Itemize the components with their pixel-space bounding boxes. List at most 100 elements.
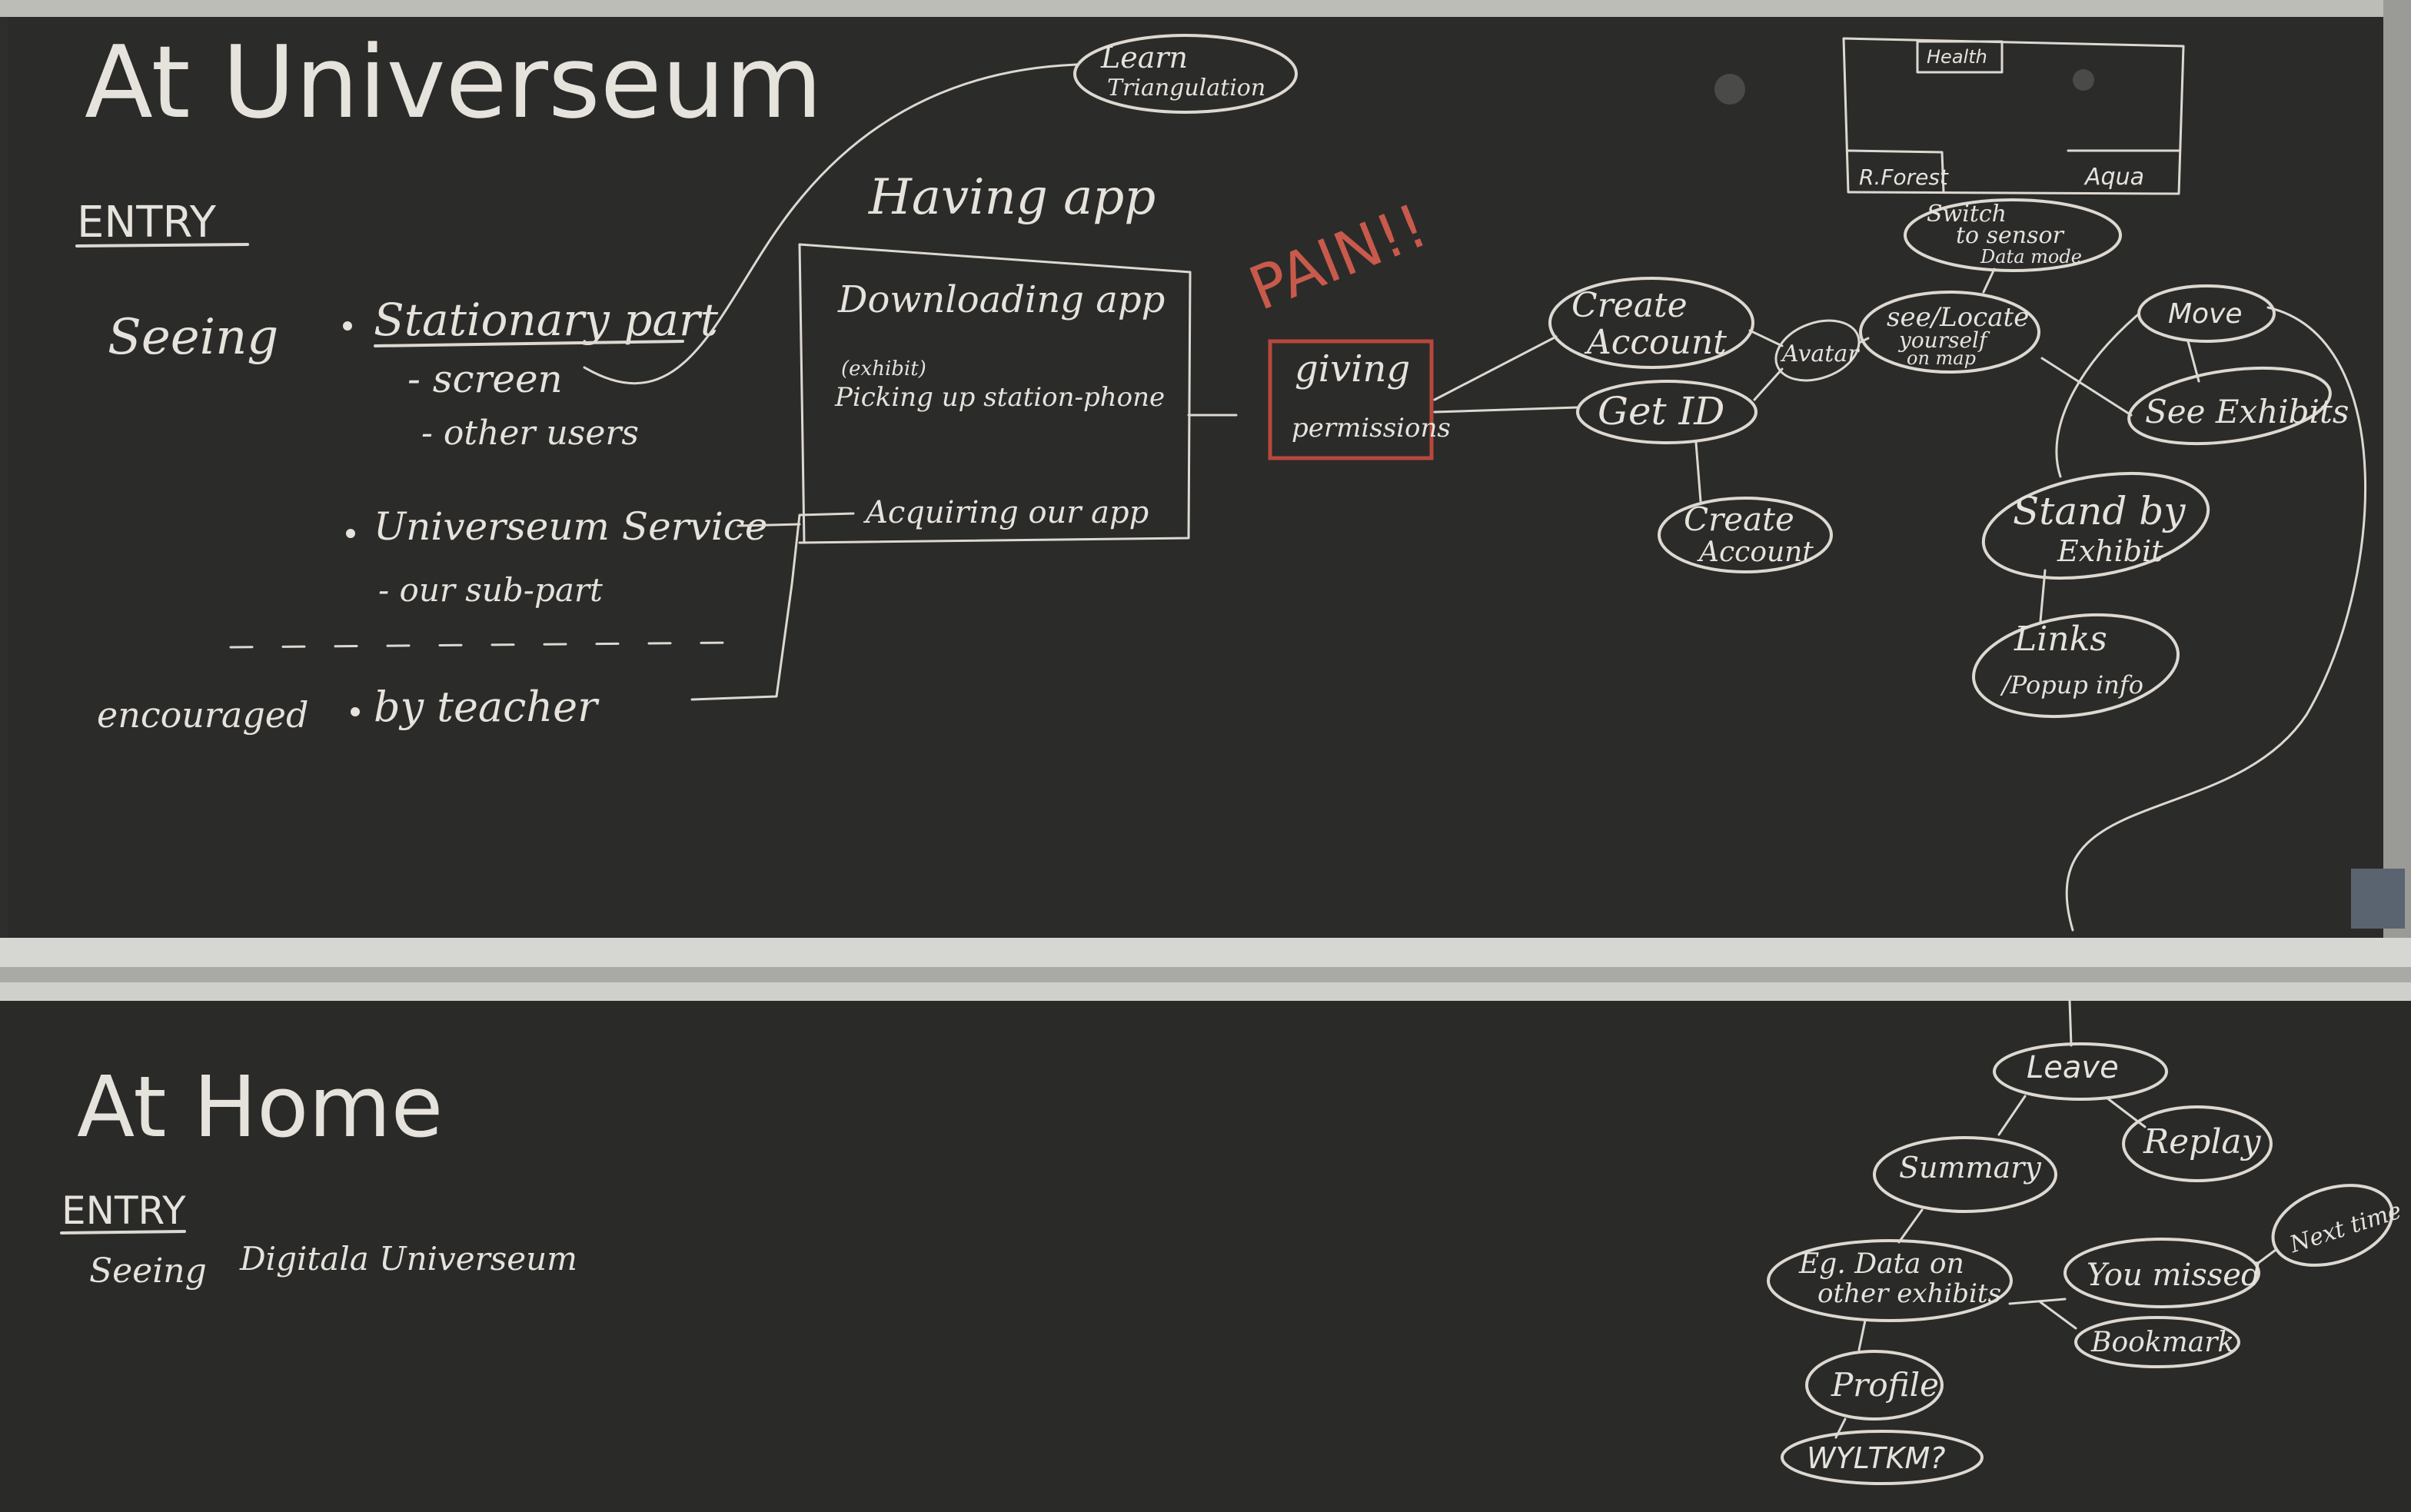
exhibit-text: Exhibit (2057, 534, 2163, 568)
replay-text: Replay (2143, 1122, 2262, 1161)
triangulation-text: Triangulation (1107, 75, 1265, 101)
magnet-right (2073, 69, 2094, 91)
seeing-label: Seeing (108, 309, 278, 366)
locate-to-see (2040, 357, 2133, 417)
title-at-universeum: At Universeum (85, 24, 823, 141)
stand-by-text: Stand by (2013, 489, 2186, 533)
stand-to-links (2039, 569, 2047, 623)
create-to-avatar (1748, 329, 1784, 347)
entry-label-home: ENTRY (62, 1188, 186, 1233)
switch-bubble (1904, 198, 2122, 272)
locate-bubble (1859, 291, 2040, 374)
perm-to-create (1433, 335, 1558, 401)
create-account-bubble-2 (1658, 497, 1833, 573)
perm-to-getid (1433, 406, 1579, 414)
permissions-box (1268, 339, 1434, 460)
data-to-profile (1857, 1319, 1867, 1351)
switch-text-1: Switch (1927, 201, 2007, 228)
map-health: Health (1927, 46, 1987, 68)
universeum-service: Universeum Service (374, 504, 767, 549)
eg-data-text-2: other exhibits (1817, 1278, 2001, 1309)
summary-text: Summary (1899, 1151, 2041, 1185)
title-at-home: At Home (77, 1058, 443, 1156)
entry-underline (75, 243, 249, 248)
get-id-text: Get ID (1598, 389, 1724, 434)
replay-bubble (2122, 1105, 2273, 1182)
get-id-bubble (1576, 380, 1758, 444)
locate-text-3: on map (1907, 347, 1976, 369)
upper-board (8, 17, 2383, 938)
profile-bubble (1805, 1350, 1944, 1421)
you-missed-bubble (2063, 1238, 2260, 1308)
having-app-heading: Having app (868, 169, 1156, 226)
entry-home-underline (60, 1230, 186, 1235)
exhibit-note: (exhibit) (841, 357, 926, 380)
top-frame (0, 0, 2411, 17)
stationary-underline (374, 340, 684, 347)
locate-to-switch (1982, 268, 1996, 294)
our-sub-part: - our sub-part (378, 571, 603, 609)
learn-triangulation-bubble (1073, 34, 1298, 114)
create-account-bubble-1 (1548, 277, 1754, 369)
account-text-1: Account (1584, 323, 1727, 362)
map-rforest-box (1847, 149, 1945, 194)
right-frame (2383, 0, 2411, 953)
encouraged-label: encouraged (97, 694, 308, 736)
locate-text-1: see/Locate (1887, 302, 2029, 333)
teacher-to-acquire-line (690, 512, 855, 701)
data-to-missed (2008, 1298, 2067, 1305)
locate-text-2: yourself (1897, 327, 1990, 353)
create-text-2: Create (1684, 500, 1794, 538)
learn-text: Learn (1100, 41, 1188, 75)
giving-text: giving (1295, 347, 1410, 390)
service-to-acquire-line (737, 523, 801, 527)
chalk-ledge (0, 938, 2411, 967)
downloading-app: Downloading app (837, 278, 1165, 321)
move-text: Move (2168, 298, 2243, 330)
next-time-bubble (2271, 1184, 2394, 1267)
avatar-bubble (1774, 319, 1861, 382)
bullet-service (346, 529, 355, 538)
loop-line (2065, 306, 2367, 932)
magnet-left (1714, 74, 1745, 105)
loop-continue-line (2068, 999, 2073, 1047)
data-to-bookmark (2039, 1301, 2077, 1330)
digitala-universeum: Digitala Universeum (239, 1240, 577, 1278)
links-bubble (1972, 613, 2180, 719)
bullet-stationary (343, 321, 352, 331)
map-aqua: Aqua (2083, 164, 2144, 191)
account-text-2: Account (1697, 537, 1814, 568)
profile-text: Profile (1831, 1366, 1939, 1404)
see-exhibits-text: See Exhibits (2145, 393, 2349, 430)
screen-item: - screen (407, 357, 563, 401)
wyltkm-text: WYLTKM? (1807, 1441, 1945, 1475)
summary-bubble (1873, 1136, 2057, 1213)
bookmark-text: Bookmark (2090, 1327, 2234, 1358)
eg-data-bubble (1767, 1239, 2013, 1322)
picking-up-station: Picking up station-phone (834, 382, 1165, 413)
eg-data-text-1: Eg. Data on (1798, 1248, 1964, 1280)
create-text-1: Create (1571, 286, 1688, 325)
by-teacher: by teacher (374, 683, 600, 731)
ledge-shadow (0, 967, 2411, 982)
getid-to-avatar (1753, 367, 1784, 401)
leave-bubble (1993, 1042, 2168, 1101)
lower-frame (0, 982, 2411, 1001)
avatar-text: Avatar (1780, 341, 1860, 367)
other-users-item: - other users (421, 414, 639, 453)
seeing-label-home: Seeing (89, 1251, 207, 1291)
leave-to-summary (1997, 1095, 2027, 1136)
leave-text: Leave (2027, 1050, 2119, 1085)
screen-to-learn-line (583, 63, 1078, 385)
acquiring-app: Acquiring our app (863, 495, 1149, 530)
you-missed-text: You missed (2087, 1258, 2261, 1293)
bullet-teacher (351, 707, 360, 716)
switch-text-2: to sensor (1956, 222, 2065, 249)
move-to-stand-line (2055, 314, 2139, 478)
switch-text-3: Data mode (1980, 246, 2082, 268)
map-health-box (1916, 40, 2004, 74)
bracket-left (798, 243, 806, 544)
move-bubble (2137, 284, 2276, 343)
having-app-bracket (798, 243, 1192, 544)
